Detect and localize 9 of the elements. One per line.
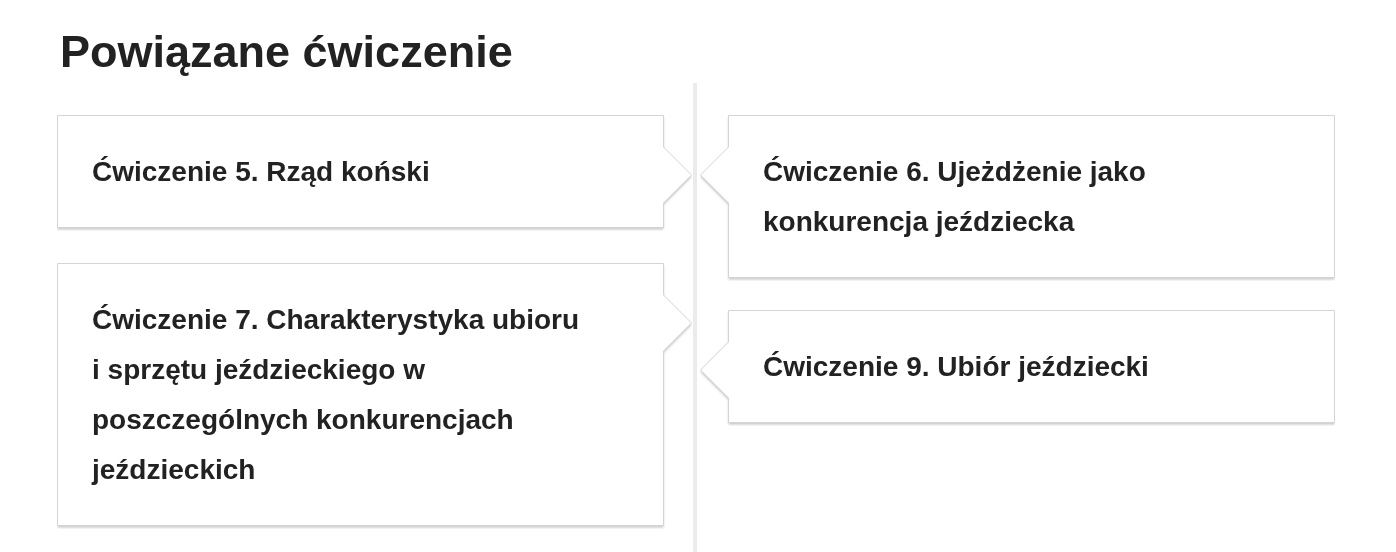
exercise-title: Ćwiczenie 9. Ubiór jeździecki — [763, 350, 1149, 384]
pointer-card — [700, 115, 1335, 281]
pointer-card — [700, 310, 1335, 426]
exercise-title: Ćwiczenie 7. Charakterystyka ubioru i sprzętu jeździeckiego w poszczególnych konkurencjach jeździeckich — [92, 303, 581, 487]
exercise-title: Ćwiczenie 5. Rząd koński — [92, 155, 430, 189]
exercise-title: Ćwiczenie 6. Ujeżdżenie jako konkurencja jeździecka — [763, 155, 1147, 239]
pointer-card — [57, 115, 692, 231]
pointer-card — [57, 263, 692, 529]
heading: Powiązane ćwiczenie — [60, 25, 513, 79]
